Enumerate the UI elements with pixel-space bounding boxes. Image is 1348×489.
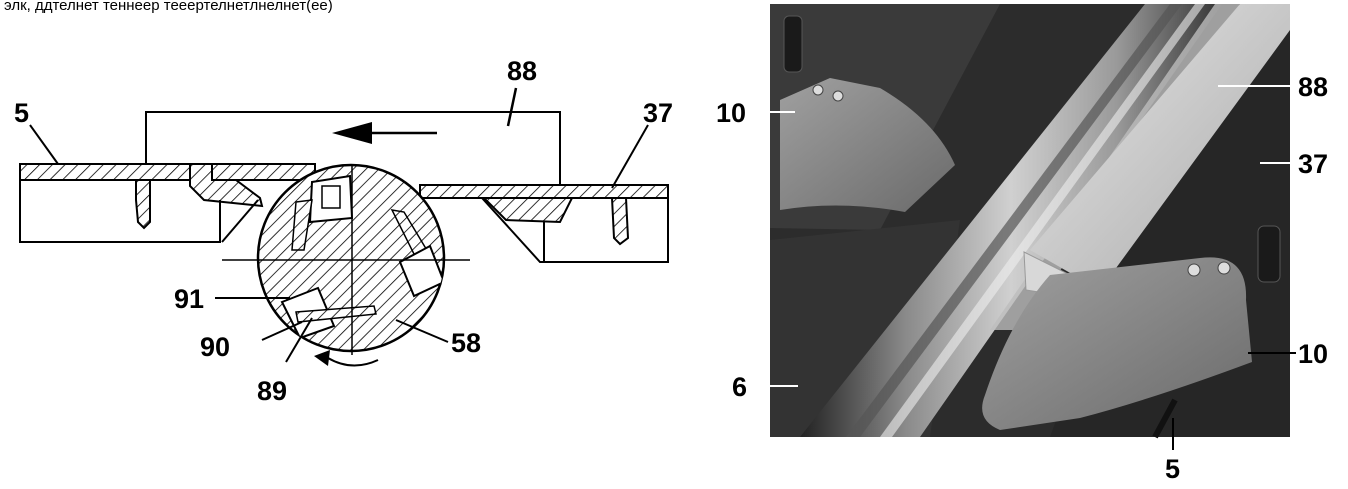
- photo-label-88: 88: [1298, 72, 1328, 102]
- technical-drawing: 88 5 37 91 90 89 58: [14, 56, 673, 406]
- caption-partial: элк, ддтелнет теннеер тееертелнетлнелнет…: [4, 0, 333, 14]
- label-58: 58: [451, 328, 481, 358]
- photo-label-6: 6: [732, 372, 747, 402]
- photo-guard-bottom: [982, 257, 1252, 430]
- outfeed-table: [419, 184, 669, 263]
- feed-direction-arrow: [332, 122, 437, 144]
- cutter-drum: [222, 163, 470, 367]
- label-91: 91: [174, 284, 204, 314]
- label-88: 88: [507, 56, 537, 86]
- workpiece-outline: [145, 111, 561, 184]
- label-89: 89: [257, 376, 287, 406]
- label-5: 5: [14, 98, 29, 128]
- label-90: 90: [200, 332, 230, 362]
- photo-workpiece: [1030, 4, 1290, 290]
- photo-label-37: 37: [1298, 149, 1328, 179]
- photo-label-5: 5: [1165, 454, 1180, 484]
- label-37: 37: [643, 98, 673, 128]
- photo-label-10-top: 10: [716, 98, 746, 128]
- infeed-table: [19, 163, 316, 243]
- photo-label-10-bottom: 10: [1298, 339, 1328, 369]
- photo: 10 88 37 10 6 5: [716, 4, 1328, 484]
- photo-guard-top: [780, 78, 955, 212]
